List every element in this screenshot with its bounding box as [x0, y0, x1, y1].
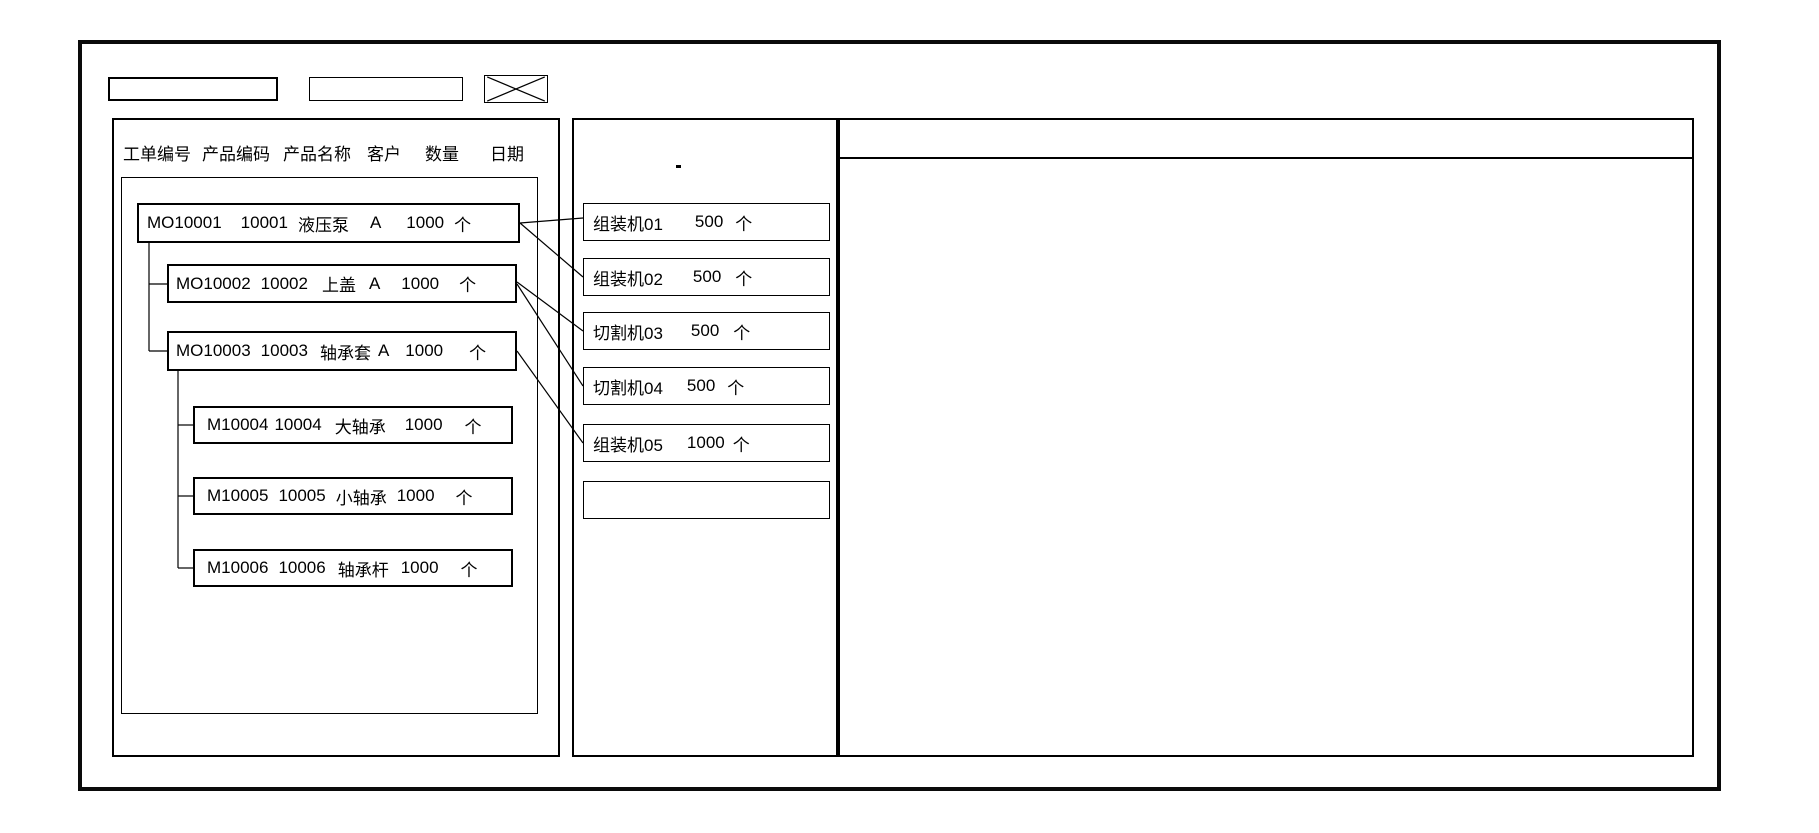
unit: 个: [464, 417, 482, 437]
product-code: 10006: [278, 558, 326, 577]
qty: 1000: [400, 558, 439, 577]
order-no: MO10001: [147, 213, 222, 232]
product-name: 小轴承: [335, 488, 387, 508]
work-order-card-mo10002[interactable]: MO10002 10002 上盖 A 1000 个: [167, 264, 517, 303]
order-no: M10004: [207, 415, 269, 434]
header-date: 日期: [490, 144, 524, 164]
column-header-row: 工单编号 产品编码 产品名称 客户 数量 日期: [123, 141, 524, 164]
machine-card-4[interactable]: 切割机04 500 个: [583, 367, 830, 405]
machine-qty: 500: [692, 267, 722, 286]
machine-qty: 1000: [686, 433, 725, 452]
header-customer: 客户: [367, 144, 401, 164]
machine-unit: 个: [727, 378, 745, 398]
toolbar-field-2[interactable]: [309, 77, 463, 101]
qty: 1000: [396, 486, 435, 505]
work-order-card-m10004[interactable]: M10004 10004 大轴承 1000 个: [193, 406, 513, 444]
machine-name: 切割机03: [593, 323, 663, 343]
qty: 1000: [404, 415, 443, 434]
unit: 个: [469, 343, 487, 363]
app-window-frame: [78, 40, 1721, 791]
product-name: 液压泵: [297, 215, 349, 235]
header-product-name: 产品名称: [283, 144, 351, 164]
product-code: 10001: [240, 213, 288, 232]
detail-panel-header-divider: [839, 157, 1693, 159]
machine-card-5[interactable]: 组装机05 1000 个: [583, 424, 830, 462]
work-order-card-m10005[interactable]: M10005 10005 小轴承 1000 个: [193, 477, 513, 515]
order-no: MO10003: [176, 341, 251, 360]
unit: 个: [454, 215, 472, 235]
machine-name: 组装机05: [593, 435, 663, 455]
product-code: 10003: [260, 341, 308, 360]
machine-unit: 个: [733, 323, 751, 343]
machine-card-3[interactable]: 切割机03 500 个: [583, 312, 830, 350]
machine-name: 组装机02: [593, 269, 663, 289]
product-code: 10004: [274, 415, 322, 434]
header-qty: 数量: [425, 144, 459, 164]
machine-card-empty[interactable]: [583, 481, 830, 519]
order-no: M10006: [207, 558, 269, 577]
machine-card-1[interactable]: 组装机01 500 个: [583, 203, 830, 241]
header-product-code: 产品编码: [202, 144, 270, 164]
unit: 个: [460, 560, 478, 580]
product-name: 上盖: [321, 276, 356, 295]
detail-panel: [838, 118, 1694, 757]
machine-unit: 个: [735, 269, 753, 289]
customer: A: [377, 341, 390, 360]
machine-unit: 个: [735, 214, 753, 234]
qty: 1000: [405, 341, 444, 360]
stray-dot-mark: [676, 165, 681, 168]
close-button[interactable]: [484, 75, 548, 103]
machine-name: 组装机01: [593, 214, 663, 234]
toolbar-field-1[interactable]: [108, 77, 278, 101]
order-no: MO10002: [176, 273, 251, 293]
qty: 1000: [401, 273, 440, 293]
machine-qty: 500: [690, 321, 720, 340]
machine-unit: 个: [732, 435, 750, 455]
work-order-card-m10006[interactable]: M10006 10006 轴承杆 1000 个: [193, 549, 513, 587]
product-code: 10005: [278, 486, 326, 505]
product-name: 轴承杆: [337, 560, 389, 580]
order-no: M10005: [207, 486, 269, 505]
machine-qty: 500: [686, 376, 716, 395]
product-name: 大轴承: [334, 417, 386, 437]
product-name: 轴承套: [319, 343, 371, 363]
machine-card-2[interactable]: 组装机02 500 个: [583, 258, 830, 296]
machine-qty: 500: [694, 212, 724, 231]
qty: 1000: [406, 213, 445, 232]
work-order-card-mo10001[interactable]: MO10001 10001 液压泵 A 1000 个: [137, 203, 520, 243]
customer: A: [369, 213, 382, 232]
customer: A: [368, 273, 381, 293]
machine-name: 切割机04: [593, 378, 663, 398]
unit: 个: [459, 276, 477, 295]
order-tree-container: [121, 177, 538, 714]
product-code: 10002: [260, 273, 308, 293]
close-icon: [486, 76, 546, 102]
unit: 个: [455, 488, 473, 508]
header-order-no: 工单编号: [123, 144, 191, 164]
work-order-card-mo10003[interactable]: MO10003 10003 轴承套 A 1000 个: [167, 331, 517, 371]
